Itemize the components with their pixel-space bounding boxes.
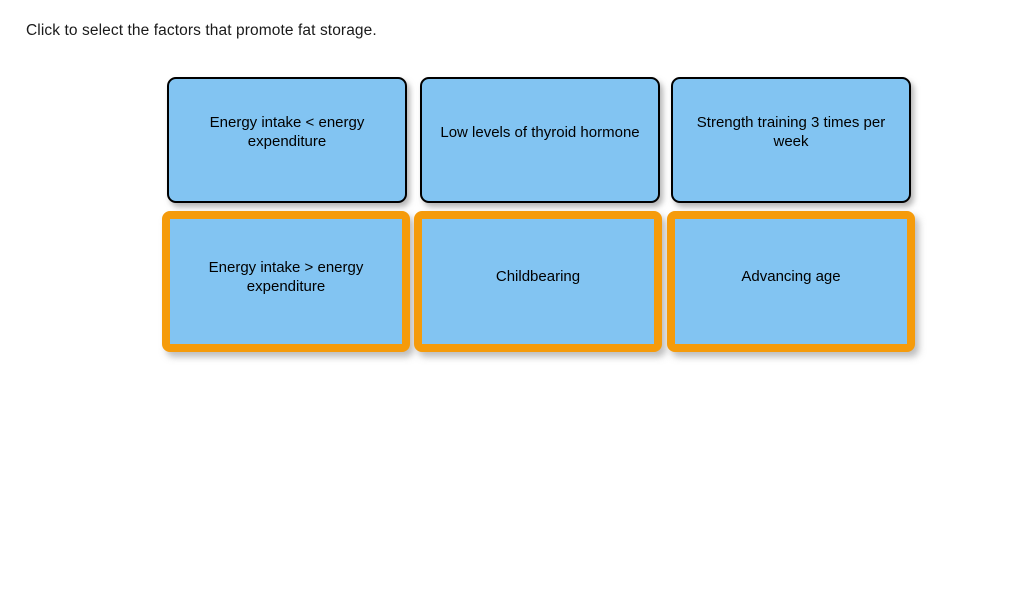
instruction-text: Click to select the factors that promote… xyxy=(26,22,377,39)
choice-card-label: Low levels of thyroid hormone xyxy=(440,123,640,141)
choice-card-label: Energy intake > energy expenditure xyxy=(208,258,364,295)
choice-card-low-thyroid-hormone[interactable]: Low levels of thyroid hormone xyxy=(420,77,660,203)
choice-card-energy-intake-greater-than-expenditure[interactable]: Energy intake > energy expenditure xyxy=(162,211,410,352)
choice-card-energy-intake-less-than-expenditure[interactable]: Energy intake < energy expenditure xyxy=(167,77,407,203)
choice-card-advancing-age[interactable]: Advancing age xyxy=(667,211,915,352)
choice-card-label: Energy intake < energy expenditure xyxy=(209,114,365,150)
choice-card-childbearing[interactable]: Childbearing xyxy=(414,211,662,352)
choice-card-strength-training[interactable]: Strength training 3 times per week xyxy=(671,77,911,203)
choice-card-label: Childbearing xyxy=(495,268,581,285)
choice-card-label: Advancing age xyxy=(741,268,841,285)
choice-card-label: Strength training 3 times per week xyxy=(696,114,886,150)
